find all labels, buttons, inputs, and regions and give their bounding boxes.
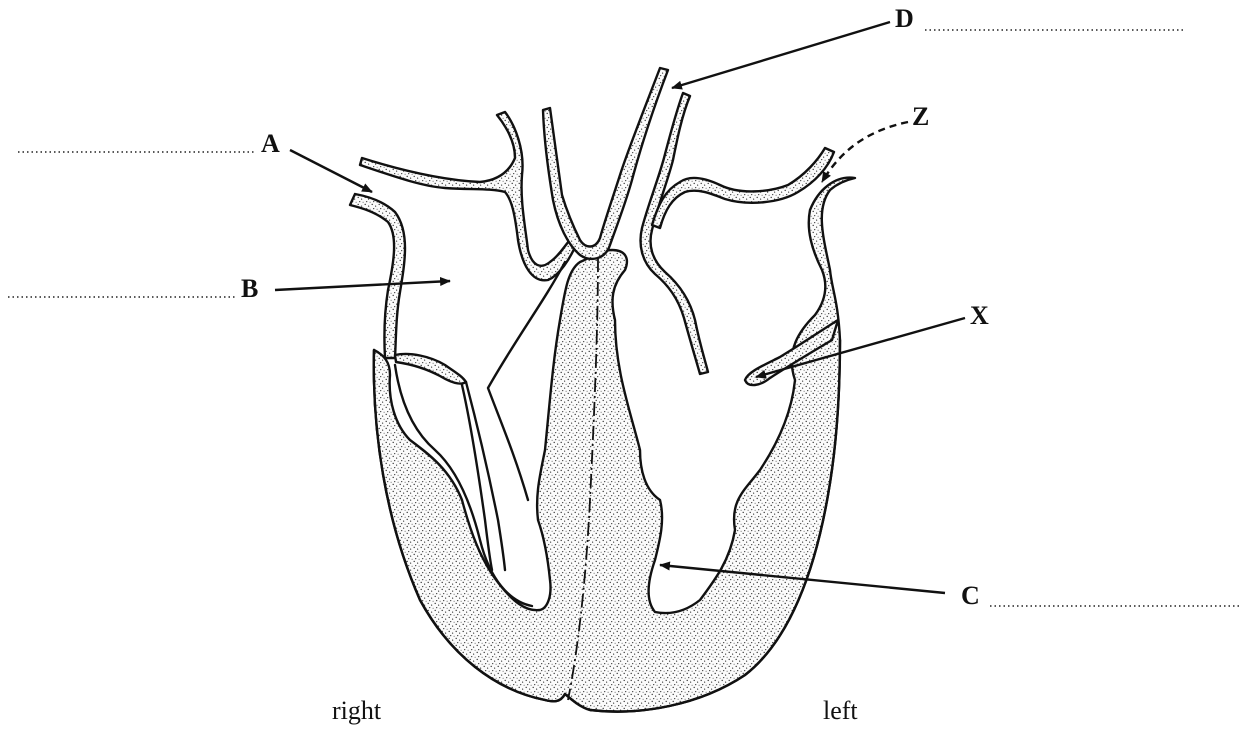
arrow-X: [756, 318, 965, 377]
right-atrium-wall: [350, 194, 405, 358]
arrow-A: [290, 150, 372, 192]
label-X: X: [970, 301, 989, 330]
pulmonary-artery-wall: [641, 93, 708, 374]
label-Z: Z: [912, 102, 929, 131]
side-label-left: left: [823, 696, 858, 725]
vena-cava-wall: [360, 112, 575, 280]
arrow-B: [275, 281, 450, 290]
side-label-right: right: [332, 696, 382, 725]
label-A: A: [261, 129, 280, 158]
arrow-D: [672, 22, 890, 88]
tricuspid-valve-flap: [395, 354, 466, 384]
label-D: D: [895, 4, 914, 33]
label-B: B: [241, 274, 258, 303]
pulmonary-vein-wall: [652, 148, 834, 228]
label-C: C: [961, 581, 980, 610]
